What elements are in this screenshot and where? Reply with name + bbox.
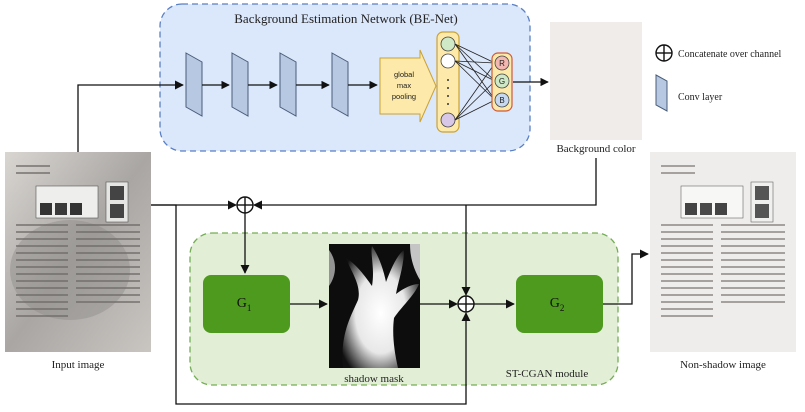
- non-shadow-image-label: Non-shadow image: [680, 359, 766, 371]
- background-color-label: Background color: [556, 143, 635, 155]
- conv-legend-icon: [655, 74, 668, 112]
- conv-layer-icon: [185, 52, 349, 117]
- concat-node-top: [236, 196, 254, 214]
- g2-label: G2: [550, 296, 565, 313]
- generator-g1: [203, 275, 290, 333]
- shadow-mask-label: shadow mask: [344, 373, 404, 385]
- rgb-g: G: [499, 77, 505, 86]
- be-net-title: Background Estimation Network (BE-Net): [234, 11, 457, 26]
- g1-label: G1: [237, 296, 252, 313]
- concat-icon: [655, 44, 673, 62]
- non-shadow-image: [650, 152, 796, 352]
- connector-lines: [77, 80, 649, 405]
- legend-concat-label: Concatenate over channel: [678, 49, 782, 60]
- pool-label-1: global: [394, 70, 414, 79]
- generator-g2: [516, 275, 603, 333]
- fc-connections: [454, 43, 496, 121]
- legend: Concatenate over channel Conv layer: [655, 44, 782, 112]
- shadow-mask-image: [329, 244, 420, 368]
- concat-node-middle: [457, 295, 475, 313]
- input-image-label: Input image: [52, 359, 105, 371]
- rgb-b: B: [499, 96, 504, 105]
- background-color-swatch: [550, 22, 642, 140]
- input-image: [5, 152, 151, 352]
- rgb-output: R G B: [491, 52, 513, 112]
- pool-label-2: max: [397, 81, 411, 90]
- legend-conv-label: Conv layer: [678, 92, 723, 103]
- feature-vector: [436, 31, 460, 133]
- global-max-pooling-block: global max pooling: [379, 49, 437, 123]
- rgb-r: R: [499, 59, 505, 68]
- pool-label-3: pooling: [392, 92, 416, 101]
- st-cgan-module-label: ST-CGAN module: [506, 368, 589, 380]
- be-net-block: Background Estimation Network (BE-Net) g…: [159, 3, 531, 152]
